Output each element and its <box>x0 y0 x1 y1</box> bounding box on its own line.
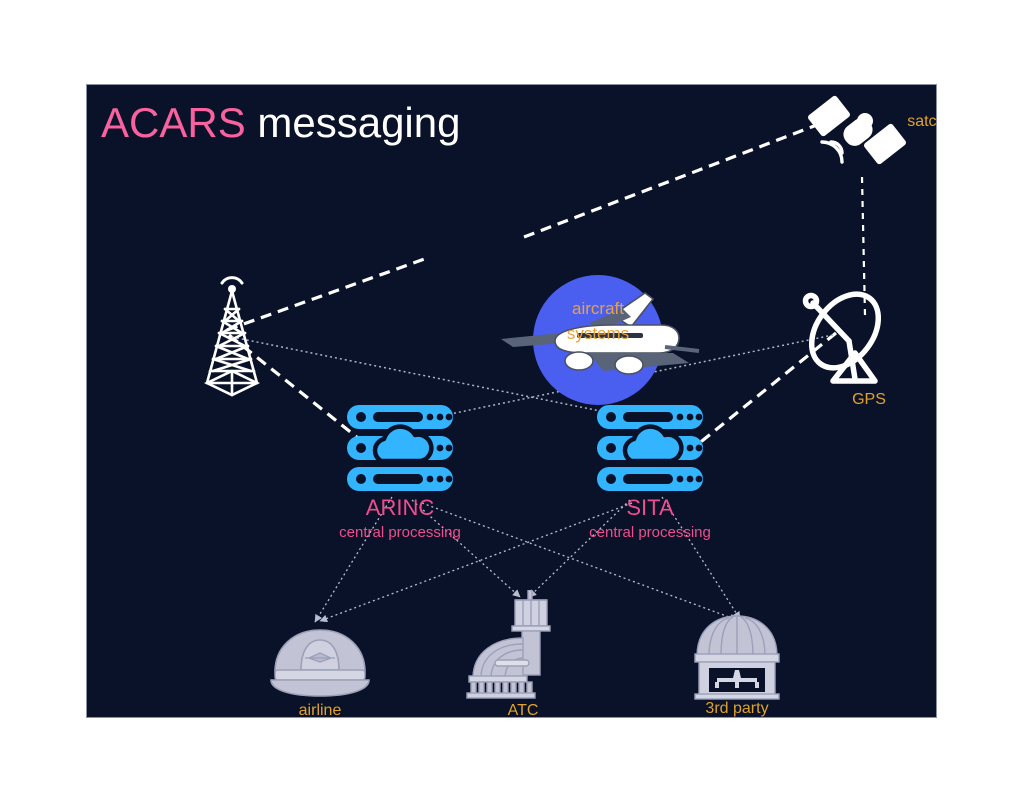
arinc-sub: central processing <box>339 524 461 542</box>
radio-tower-icon <box>203 276 261 397</box>
title-accent: ACARS <box>101 99 246 146</box>
link-gps-arinc <box>396 334 834 426</box>
page-title: ACARS messaging <box>101 102 460 144</box>
node-airline[interactable]: airline <box>265 620 375 717</box>
link-sita-thirdparty <box>661 496 741 620</box>
sita-label: SITA central processing <box>589 495 711 542</box>
link-layer <box>226 121 867 623</box>
link-aircraft-satcom <box>523 121 823 239</box>
sita-name: SITA <box>626 495 674 520</box>
node-gps[interactable]: GPS <box>787 283 907 408</box>
link-arinc-atc <box>411 499 521 598</box>
node-third-party[interactable]: 3rd party <box>687 612 787 717</box>
airplane-icon <box>501 292 700 375</box>
node-arinc[interactable]: ARINC central processing <box>339 403 461 541</box>
gps-label: GPS <box>852 391 886 408</box>
node-radio-tower[interactable] <box>177 267 287 397</box>
server-cloud-icon <box>597 405 703 491</box>
satcom-label: satcom <box>907 113 937 130</box>
airline-label: airline <box>298 702 342 718</box>
atc-label: ATC <box>507 702 539 718</box>
third-party-label: 3rd party <box>705 700 769 717</box>
link-arinc-thirdparty <box>421 502 738 622</box>
node-atc[interactable]: ATC <box>465 590 585 717</box>
hangar-icon <box>694 615 780 700</box>
link-tower-arinc <box>228 333 369 448</box>
acars-diagram-panel: ACARS messaging <box>86 84 937 718</box>
satellite-dish-icon <box>802 291 882 384</box>
arinc-name: ARINC <box>365 495 435 520</box>
link-sita-airline <box>319 502 633 623</box>
pilot-cap-icon <box>270 629 370 697</box>
node-sita[interactable]: SITA central processing <box>589 403 711 541</box>
satellite-icon <box>808 95 906 165</box>
arinc-label: ARINC central processing <box>339 495 461 542</box>
link-sita-atc <box>528 499 631 598</box>
title-rest: messaging <box>245 99 461 146</box>
sita-sub: central processing <box>589 524 711 542</box>
link-gps-sita <box>695 331 838 447</box>
node-aircraft-systems[interactable]: aircraft systems <box>501 275 700 405</box>
node-satcom[interactable]: satcom <box>805 91 936 181</box>
server-cloud-icon <box>347 405 453 491</box>
control-tower-icon <box>466 590 551 699</box>
